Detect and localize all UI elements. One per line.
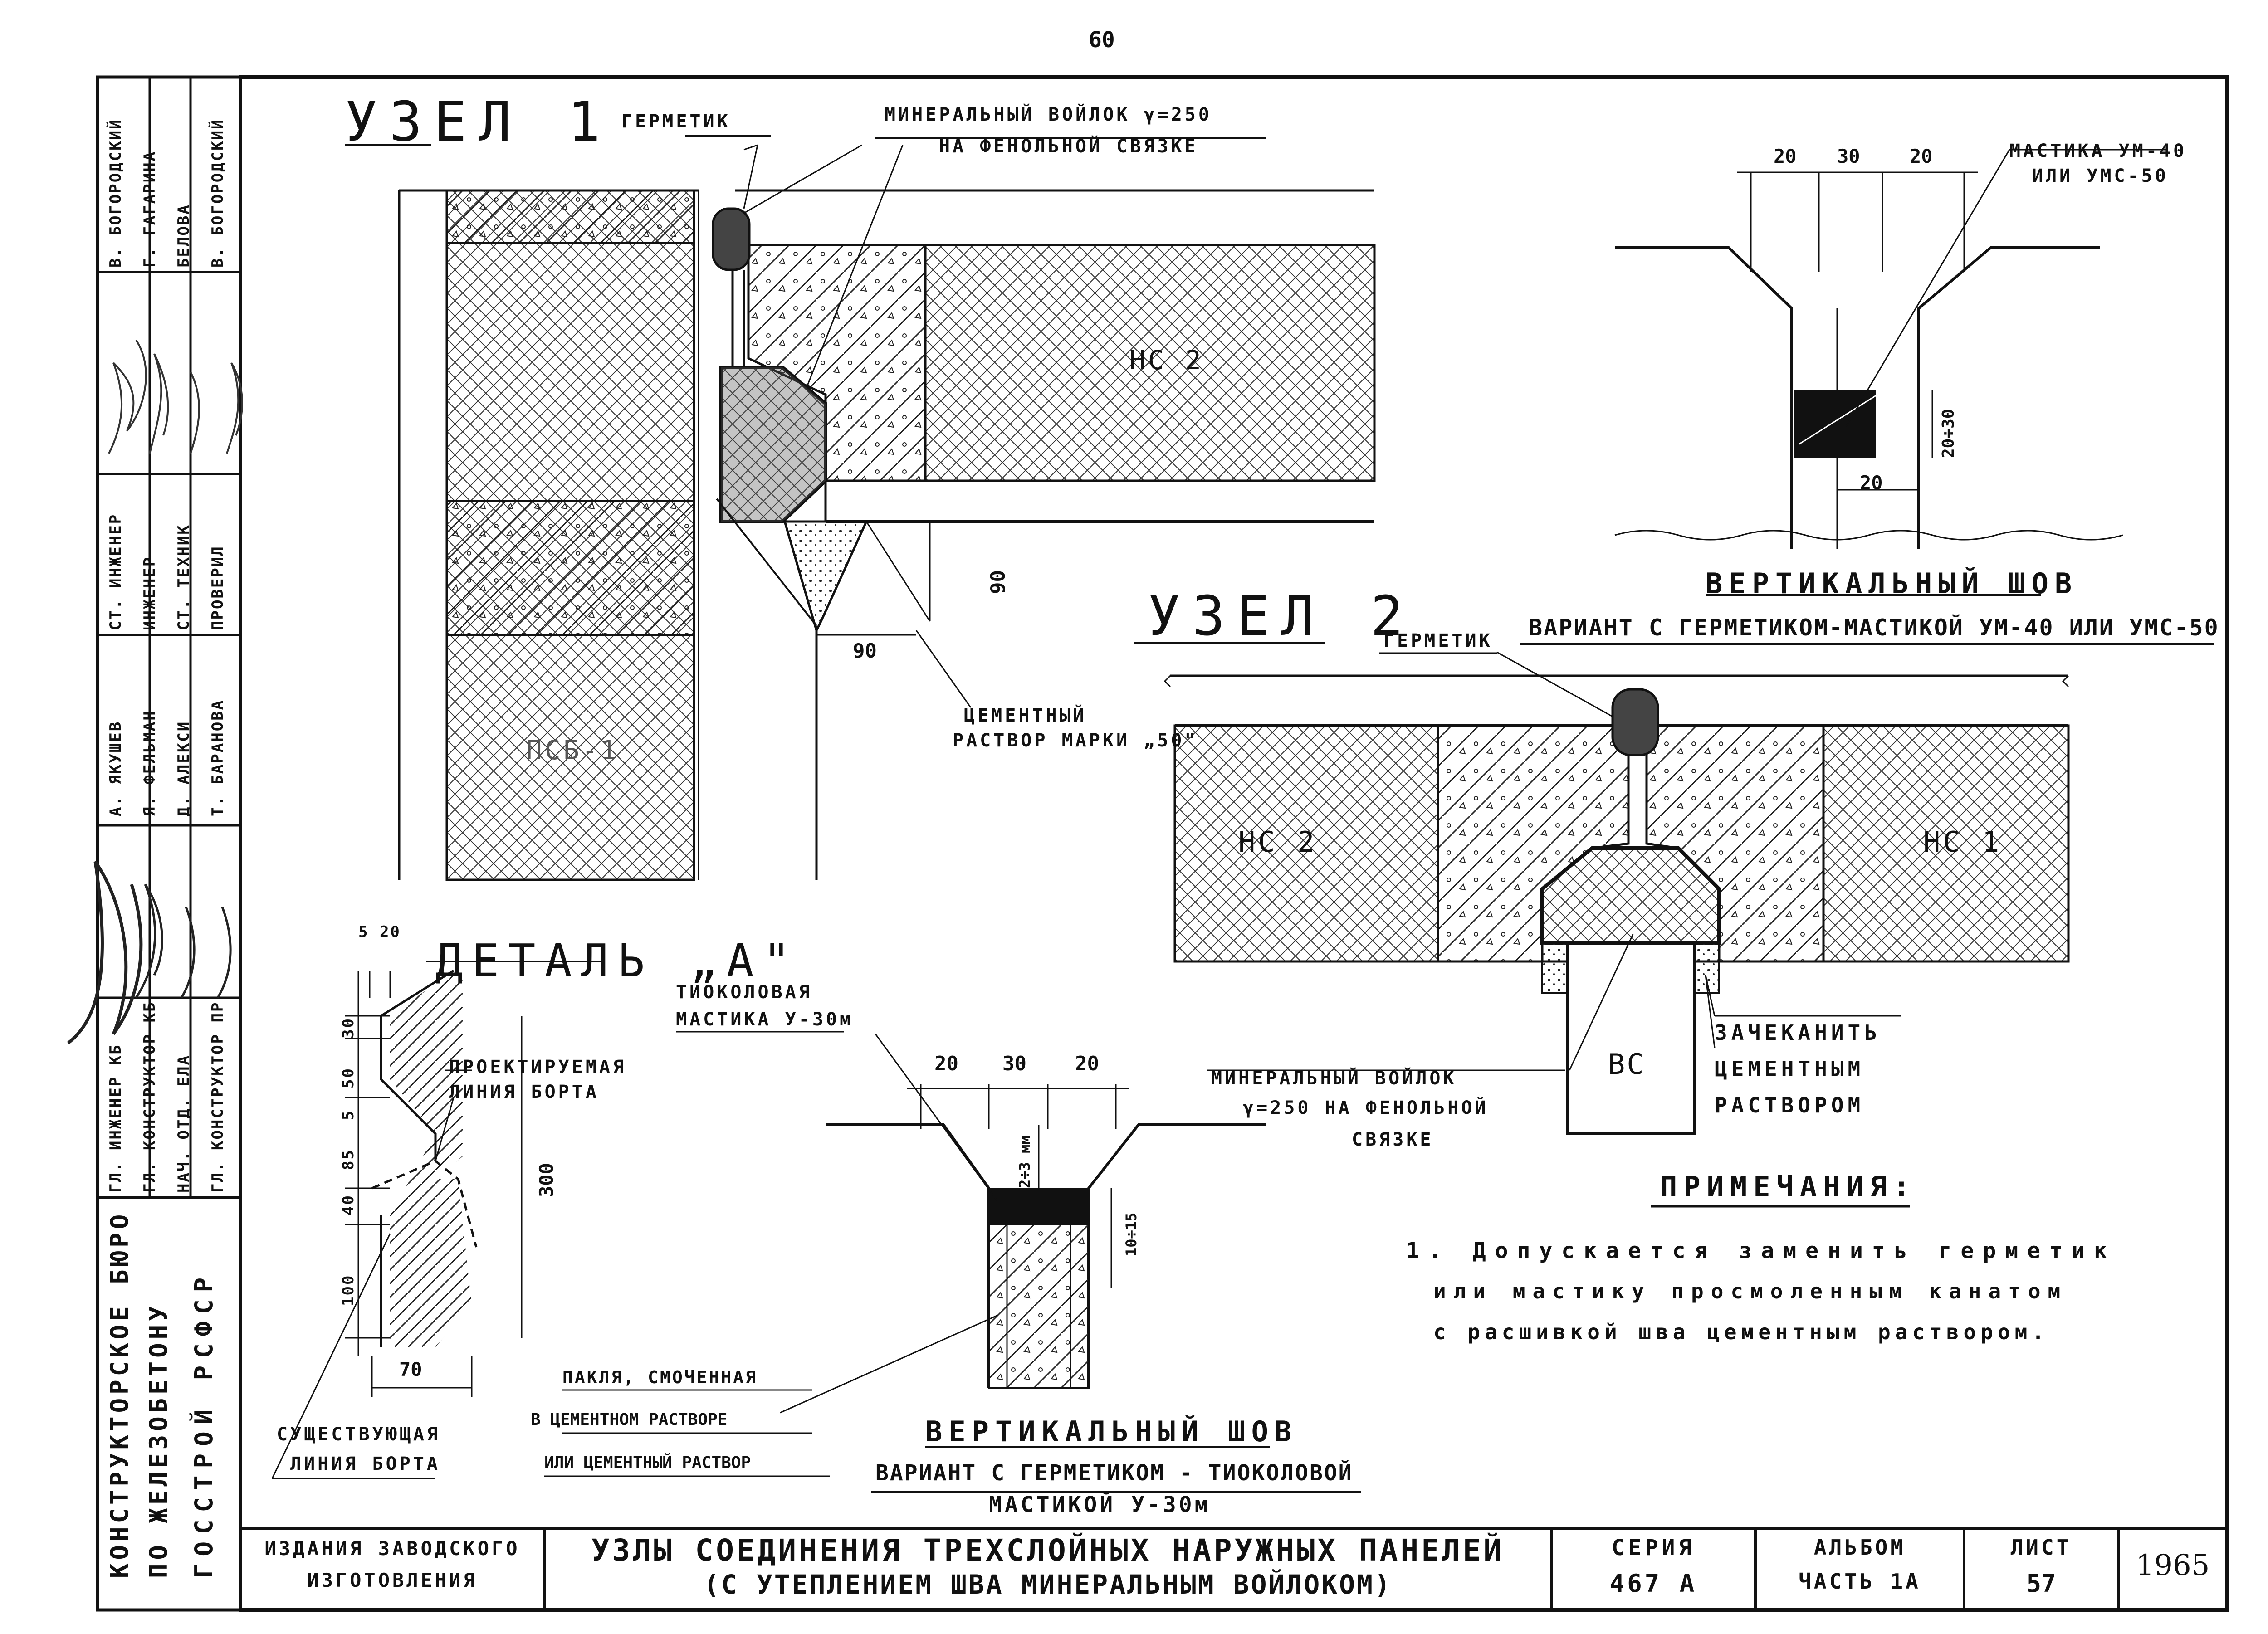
uzel1-felt-label-2: НА ФЕНОЛЬНОЙ СВЯЗКЕ: [939, 136, 1198, 157]
uzel2-title: УЗЕЛ 2: [1148, 585, 1415, 648]
uzel1-drawing: [345, 135, 1376, 881]
title-block-publisher-2: ИЗГОТОВЛЕНИЯ: [307, 1569, 478, 1591]
vshov-top-subtitle: ВАРИАНТ С ГЕРМЕТИКОМ-МАСТИКОЙ УМ-40 ИЛИ …: [1529, 615, 2219, 641]
notes-title: ПРИМЕЧАНИЯ:: [1660, 1170, 1916, 1203]
uzel2-caulk-2: ЦЕМЕНТНЫМ: [1715, 1057, 1865, 1081]
stamp-name-2-3: БЕЛОВА: [175, 204, 193, 268]
notes-line-3: с расшивкой шва цементным раствором.: [1433, 1320, 2049, 1344]
vshov-top-mastic-2: ИЛИ УМС-50: [2032, 166, 2169, 186]
stamp-role-3: СТ. ТЕХНИК: [175, 524, 193, 630]
vshov-bottom-tow-1: ПАКЛЯ, СМОЧЕННАЯ: [562, 1367, 758, 1387]
uzel2-drawing: [1134, 642, 2070, 1135]
stamp-name-1-2: Я. ФЕЛЬМАН: [141, 710, 159, 816]
vshov-top-dim-side: 20÷30: [1939, 409, 1958, 458]
vshov-bottom-subtitle-1: ВАРИАНТ С ГЕРМЕТИКОМ - ТИОКОЛОВОЙ: [875, 1460, 1353, 1486]
stamp-role-4: ПРОВЕРИЛ: [209, 545, 227, 630]
notes-line-1: 1. Допускается заменить герметик: [1406, 1238, 2116, 1263]
title-block-series-label: СЕРИЯ: [1611, 1535, 1696, 1561]
stamp-name-1-3: Д. АЛЕКСИ: [175, 720, 193, 816]
vshov-bottom-dim-3: 20: [1075, 1052, 1099, 1075]
detail-a-dim-85: 85: [339, 1149, 357, 1170]
vshov-top-dim-3: 20: [1910, 145, 1933, 167]
vshov-bottom-thiokol-2: МАСТИКА У-30м: [676, 1009, 854, 1030]
vshov-bottom-subtitle-2: МАСТИКОЙ У-30м: [989, 1492, 1211, 1517]
vshov-top-dim-1: 20: [1774, 145, 1797, 167]
uzel2-panel-hc1: НС 1: [1923, 825, 2002, 858]
uzel1-panel-pcb: ПСБ-1: [526, 735, 619, 766]
stamp-org-line3: ГОССТРОЙ РСФСР: [190, 1270, 218, 1578]
detail-a-dim-5: 5: [339, 1109, 357, 1120]
detail-a-projected-1: ПРОЕКТИРУЕМАЯ: [449, 1057, 627, 1078]
uzel1-mortar-label-2: РАСТВОР МАРКИ „50": [953, 730, 1198, 751]
detail-a-dim-70: 70: [399, 1358, 422, 1380]
vshov-top-drawing: [1520, 149, 2214, 645]
detail-a-dim-40: 40: [339, 1194, 357, 1215]
stamp-org-line1: КОНСТРУКТОРСКОЕ БЮРО: [105, 1210, 134, 1578]
vshov-bottom-dim-1: 20: [934, 1052, 958, 1075]
detail-a-top-dim: 5 20: [358, 923, 401, 941]
uzel2-felt-3: СВЯЗКЕ: [1352, 1129, 1434, 1150]
detail-a-existing-1: СУЩЕСТВУЮЩАЯ: [277, 1424, 440, 1445]
uzel1-dim-90-vertical: 90: [987, 570, 1010, 594]
vshov-top-dim-2: 30: [1837, 145, 1860, 167]
title-block-series-value: 467 А: [1609, 1569, 1697, 1598]
detail-a-existing-2: ЛИНИЯ БОРТА: [290, 1454, 440, 1474]
uzel1-germetik-label: ГЕРМЕТИК: [621, 111, 731, 132]
stamp-position-1: ГЛ. ИНЖЕНЕР КБ: [107, 1044, 125, 1193]
title-block-title-2: (С УТЕПЛЕНИЕМ ШВА МИНЕРАЛЬНЫМ ВОЙЛОКОМ): [704, 1569, 1392, 1600]
stamp-position-3: НАЧ. ОТД. ЕЛА: [175, 1054, 193, 1193]
detail-a-dim-300: 300: [535, 1163, 557, 1197]
stamp-position-4: ГЛ. КОНСТРУКТОР ПР: [209, 1001, 227, 1193]
stamp-name-1-4: Т. БАРАНОВА: [209, 699, 227, 816]
uzel1-panel-hc2: НС 2: [1129, 345, 1204, 376]
stamp-position-2: ГЛ. КОНСТРУКТОР КБ: [141, 1001, 159, 1193]
stamp-frame: [96, 75, 242, 1612]
title-block-publisher-1: ИЗДАНИЯ ЗАВОДСКОГО: [264, 1537, 520, 1560]
detail-a-dim-50: 50: [339, 1067, 357, 1088]
title-block-sheet-value: 57: [2026, 1569, 2056, 1598]
uzel2-felt-1: МИНЕРАЛЬНЫЙ ВОЙЛОК: [1211, 1068, 1457, 1089]
vshov-bottom-tow-2: В ЦЕМЕНТНОМ РАСТВОРЕ: [531, 1410, 728, 1429]
vshov-bottom-drawing: [544, 1031, 1361, 1493]
title-block-album-label: АЛЬБОМ: [1813, 1535, 1906, 1560]
title-block-year: 1965: [2136, 1549, 2210, 1582]
vshov-bottom-tow-3: ИЛИ ЦЕМЕНТНЫЙ РАСТВОР: [544, 1454, 751, 1472]
vshov-top-mastic-1: МАСТИКА УМ-40: [2009, 141, 2187, 161]
stamp-name-1-1: А. ЯКУШЕВ: [107, 720, 125, 816]
stamp-role-1: СТ. ИНЖЕНЕР: [107, 513, 125, 630]
title-block-sheet-label: ЛИСТ: [2010, 1535, 2072, 1560]
uzel2-caulk-3: РАСТВОРОМ: [1715, 1093, 1865, 1117]
title-block-album-value: ЧАСТЬ 1А: [1799, 1569, 1921, 1594]
uzel2-panel-hc2: НС 2: [1238, 825, 1317, 858]
vshov-top-dim-bottom: 20: [1860, 472, 1883, 494]
detail-a-dim-30: 30: [339, 1017, 357, 1039]
uzel2-caulk-1: ЗАЧЕКАНИТЬ: [1715, 1020, 1881, 1045]
notes-line-2: или мастику просмоленным канатом: [1433, 1279, 2068, 1303]
uzel1-title: УЗЕЛ 1: [345, 91, 612, 154]
stamp-name-2-1: В. БОГОРОДСКИЙ: [107, 118, 125, 268]
detail-a-title: ДЕТАЛЬ „А": [435, 934, 800, 987]
vshov-bottom-dim-gap: 2÷3 мм: [1016, 1136, 1033, 1188]
vshov-bottom-thiokol-1: ТИОКОЛОВАЯ: [676, 982, 812, 1003]
vshov-bottom-dim-2: 30: [1002, 1052, 1026, 1075]
uzel2-germetik-label: ГЕРМЕТИК: [1383, 630, 1493, 651]
stamp-name-2-2: Г. ГАГАРИНА: [141, 150, 159, 268]
detail-a-drawing: [271, 961, 603, 1479]
stamp-name-2-4: В. БОГОРОДСКИЙ: [209, 118, 227, 268]
detail-a-dim-100: 100: [339, 1274, 357, 1306]
uzel1-dim-90-horizontal: 90: [853, 639, 877, 663]
uzel1-felt-label-1: МИНЕРАЛЬНЫЙ ВОЙЛОК γ=250: [885, 104, 1212, 125]
stamp-role-2: ИНЖЕНЕР: [141, 556, 159, 630]
uzel2-felt-2: γ=250 НА ФЕНОЛЬНОЙ: [1243, 1097, 1489, 1118]
vshov-top-title: ВЕРТИКАЛЬНЫЙ ШОВ: [1706, 567, 2078, 600]
vshov-bottom-title: ВЕРТИКАЛЬНЫЙ ШОВ: [925, 1415, 1298, 1448]
title-block-title-1: УЗЛЫ СОЕДИНЕНИЯ ТРЕХСЛОЙНЫХ НАРУЖНЫХ ПАН…: [591, 1533, 1505, 1568]
stamp-org-line2: ПО ЖЕЛЕЗОБЕТОНУ: [144, 1302, 173, 1578]
page-number: 60: [1089, 27, 1115, 53]
uzel1-mortar-label-1: ЦЕМЕНТНЫЙ: [964, 705, 1087, 726]
vshov-bottom-dim-side: 10÷15: [1123, 1212, 1140, 1256]
uzel2-panel-bc: ВС: [1608, 1048, 1646, 1081]
detail-a-projected-2: ЛИНИЯ БОРТА: [449, 1082, 599, 1102]
